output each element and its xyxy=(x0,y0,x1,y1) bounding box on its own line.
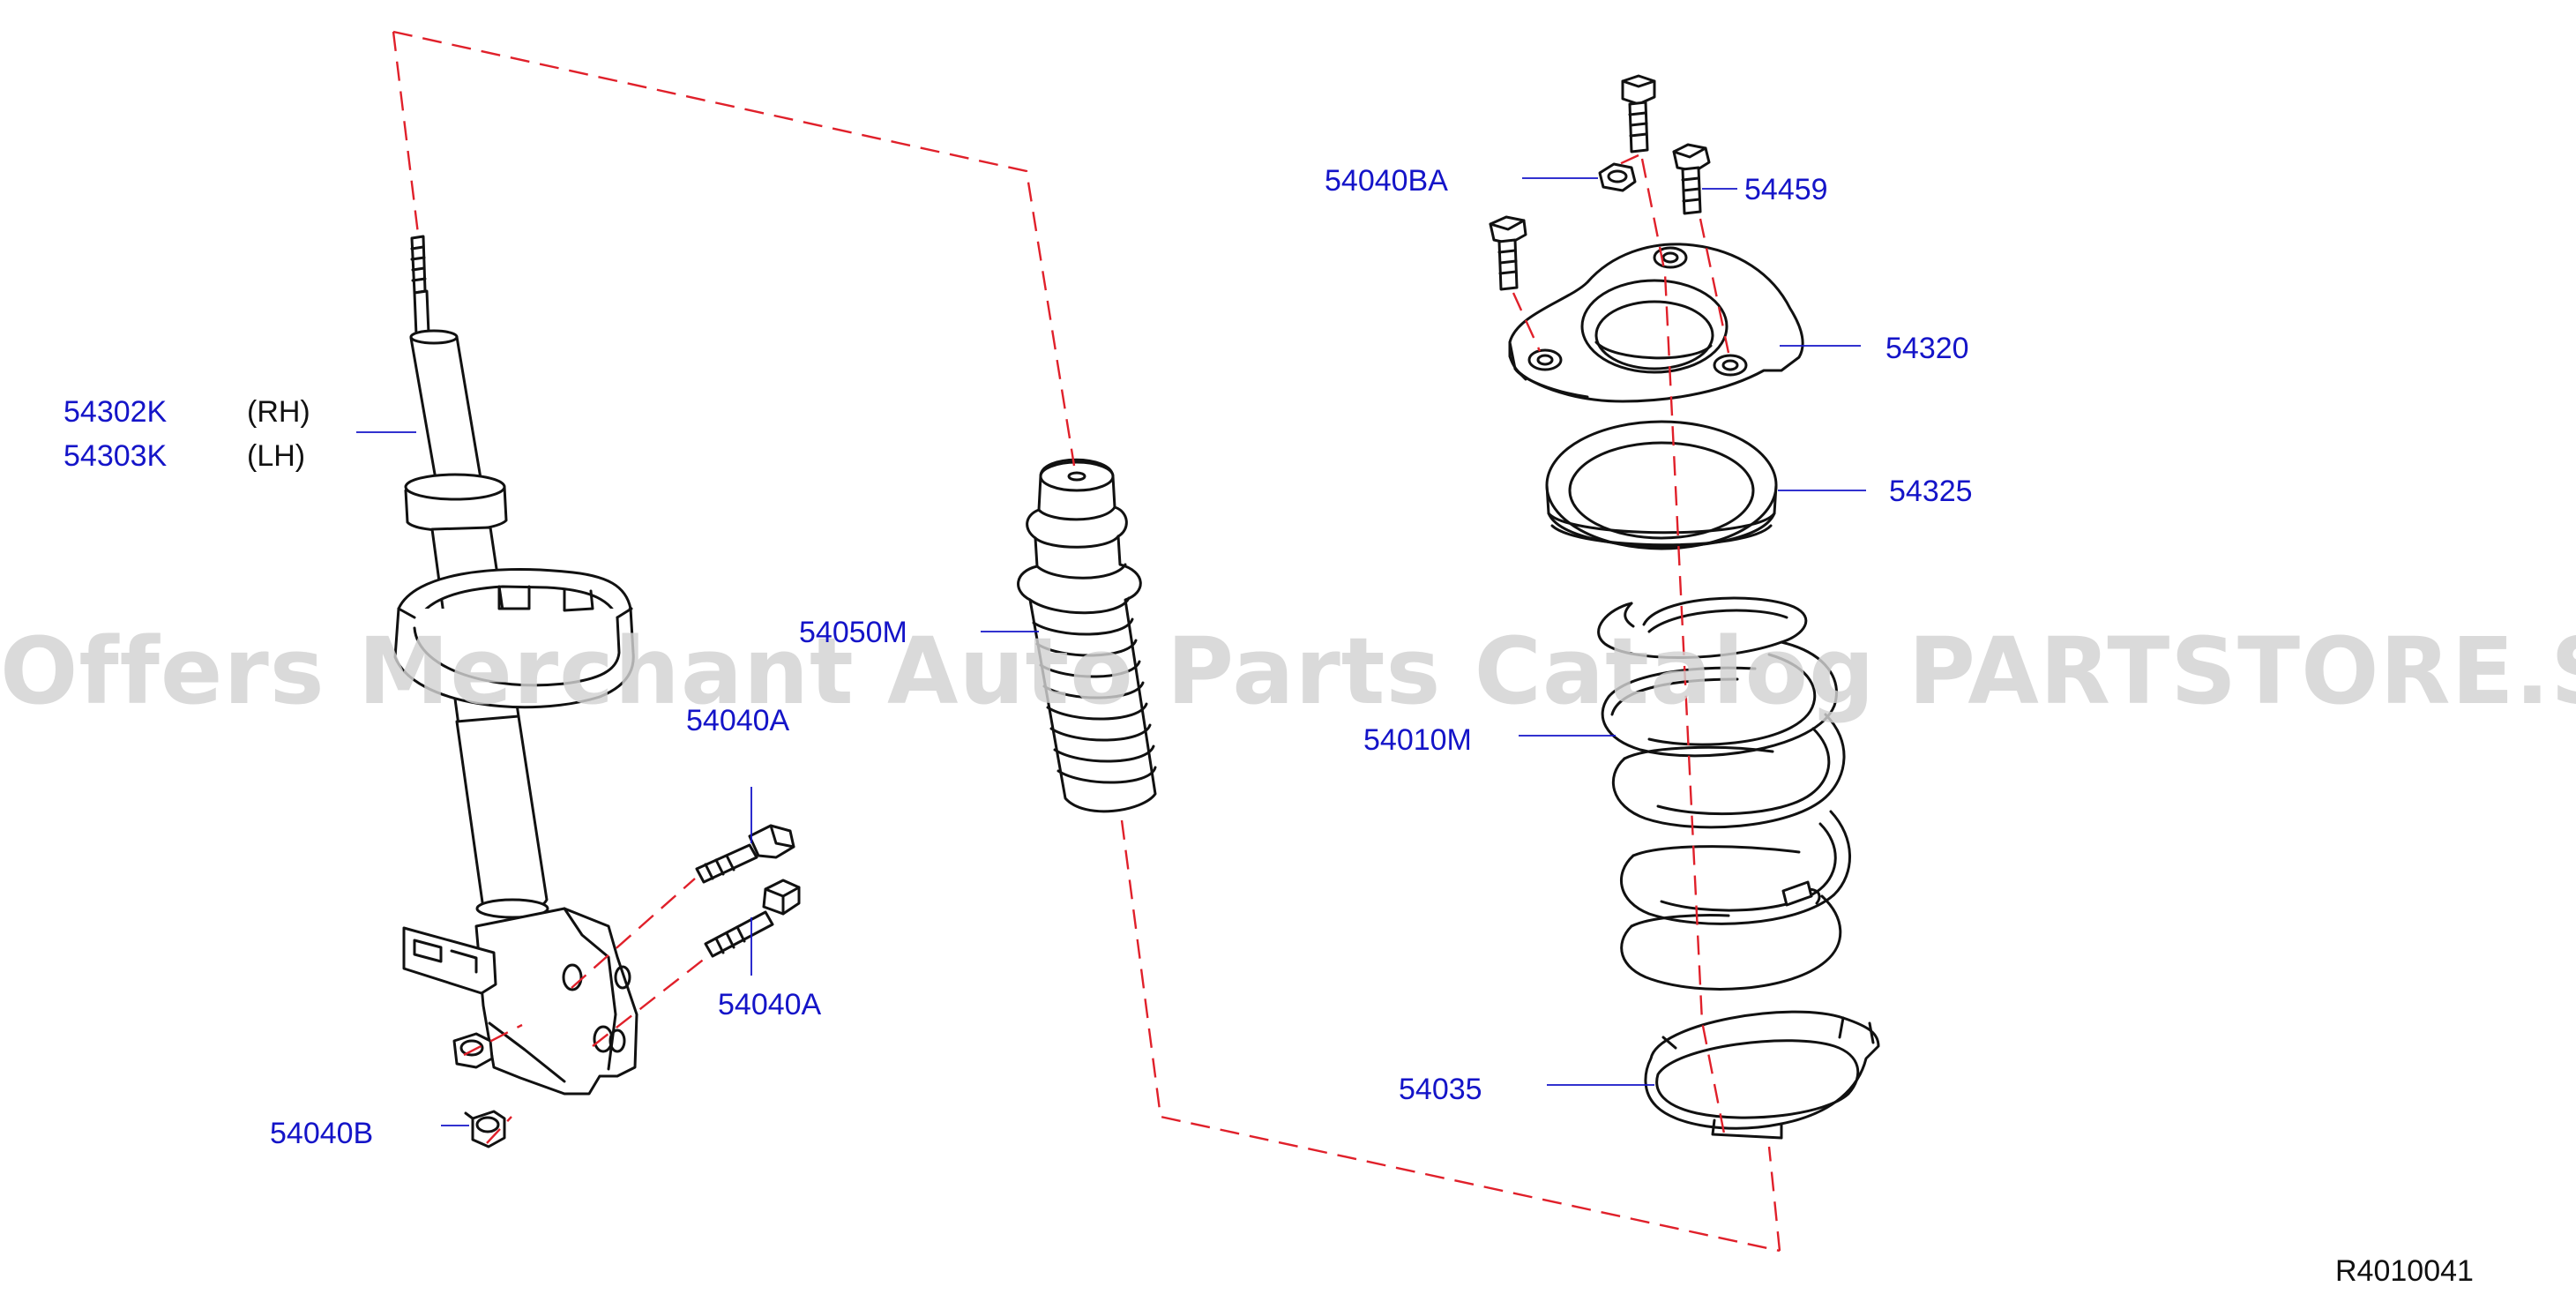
label-54040a-lower[interactable]: 54040A xyxy=(718,988,822,1021)
label-54010m[interactable]: 54010M xyxy=(1363,723,1472,757)
label-54320[interactable]: 54320 xyxy=(1885,332,1969,365)
label-54040ba[interactable]: 54040BA xyxy=(1325,164,1448,198)
mount-nut-54040ba xyxy=(1598,162,1637,192)
label-rh: (RH) xyxy=(247,395,310,429)
label-54035[interactable]: 54035 xyxy=(1399,1073,1482,1106)
mount-bolt-54459 xyxy=(1672,143,1711,215)
leader-lines xyxy=(356,177,1866,1126)
shock-absorber-strut xyxy=(393,235,638,1096)
mount-bolt-top xyxy=(1621,74,1656,153)
bracket-nut-54040b xyxy=(464,1110,506,1148)
strut-mount xyxy=(1508,243,1804,403)
mount-bearing xyxy=(1545,420,1778,550)
label-54303k[interactable]: 54303K xyxy=(63,439,168,473)
label-54459[interactable]: 54459 xyxy=(1744,173,1828,206)
label-lh: (LH) xyxy=(247,439,306,473)
label-54050m[interactable]: 54050M xyxy=(799,616,907,649)
label-54040a-upper[interactable]: 54040A xyxy=(686,704,790,737)
label-54325[interactable]: 54325 xyxy=(1889,475,1973,508)
diagram-id: R4010041 xyxy=(2335,1254,2474,1288)
mount-bolt-left xyxy=(1489,215,1527,291)
bound-bumper xyxy=(1017,458,1157,813)
bracket-bolt-upper xyxy=(695,824,795,884)
bracket-bolt-lower xyxy=(704,879,801,958)
assembly-guide-lines xyxy=(392,30,1781,1253)
coil-spring xyxy=(1597,596,1851,991)
label-54040b[interactable]: 54040B xyxy=(270,1117,374,1150)
label-54302k[interactable]: 54302K xyxy=(63,395,168,429)
spring-seat xyxy=(1644,1010,1880,1140)
